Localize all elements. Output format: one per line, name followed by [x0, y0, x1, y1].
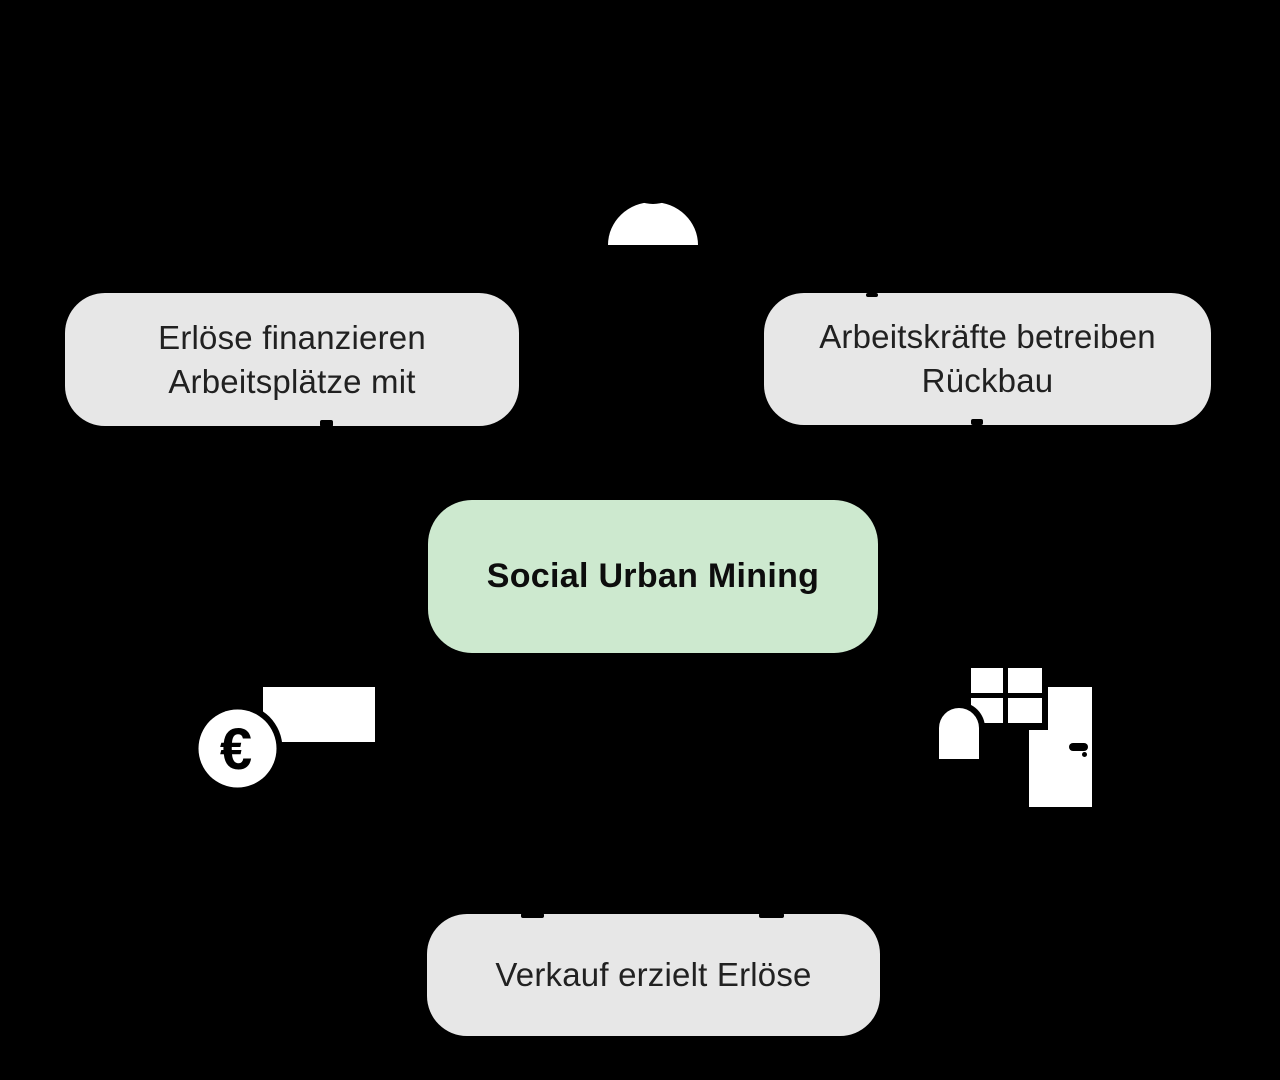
window-pane — [1008, 668, 1042, 693]
arrow-tip-mark — [866, 293, 878, 297]
node-erloese-finanzieren-arbeitsplaetze: Erlöse finanzieren Arbeitsplätze mit — [65, 293, 519, 426]
window-pane — [1008, 698, 1042, 723]
window-door-icon — [933, 662, 1092, 807]
center-node-label: Social Urban Mining — [486, 557, 820, 596]
person-head-shape — [617, 150, 689, 204]
euro-symbol: € — [220, 717, 252, 782]
node-label: Verkauf erzielt Erlöse — [495, 956, 812, 994]
arched-window-shape — [939, 708, 979, 759]
node-label-line2: Arbeitsplätze mit — [168, 362, 416, 400]
arrow-tip-mark — [521, 913, 544, 918]
node-social-urban-mining: Social Urban Mining — [428, 500, 878, 653]
door-handle — [1069, 743, 1088, 751]
node-arbeitskraefte-betreiben-rueckbau: Arbeitskräfte betreiben Rückbau — [764, 293, 1211, 425]
door-keyhole-dot — [1082, 752, 1087, 757]
window-pane — [971, 668, 1003, 693]
banknote-shape — [263, 687, 375, 742]
arrow-tip-mark — [320, 420, 333, 427]
euro-money-icon: € — [195, 687, 375, 794]
person-icon — [608, 150, 698, 245]
coin-shape — [198, 709, 277, 788]
person-shoulders-shape — [608, 202, 698, 245]
arrow-tip-mark — [971, 419, 983, 425]
node-label-line2: Rückbau — [921, 362, 1054, 399]
node-verkauf-erzielt-erloese: Verkauf erzielt Erlöse — [427, 914, 880, 1036]
node-label-line1: Erlöse finanzieren — [158, 318, 426, 356]
arrow-tip-mark — [759, 913, 784, 918]
node-label-line1: Arbeitskräfte betreiben — [819, 318, 1156, 356]
